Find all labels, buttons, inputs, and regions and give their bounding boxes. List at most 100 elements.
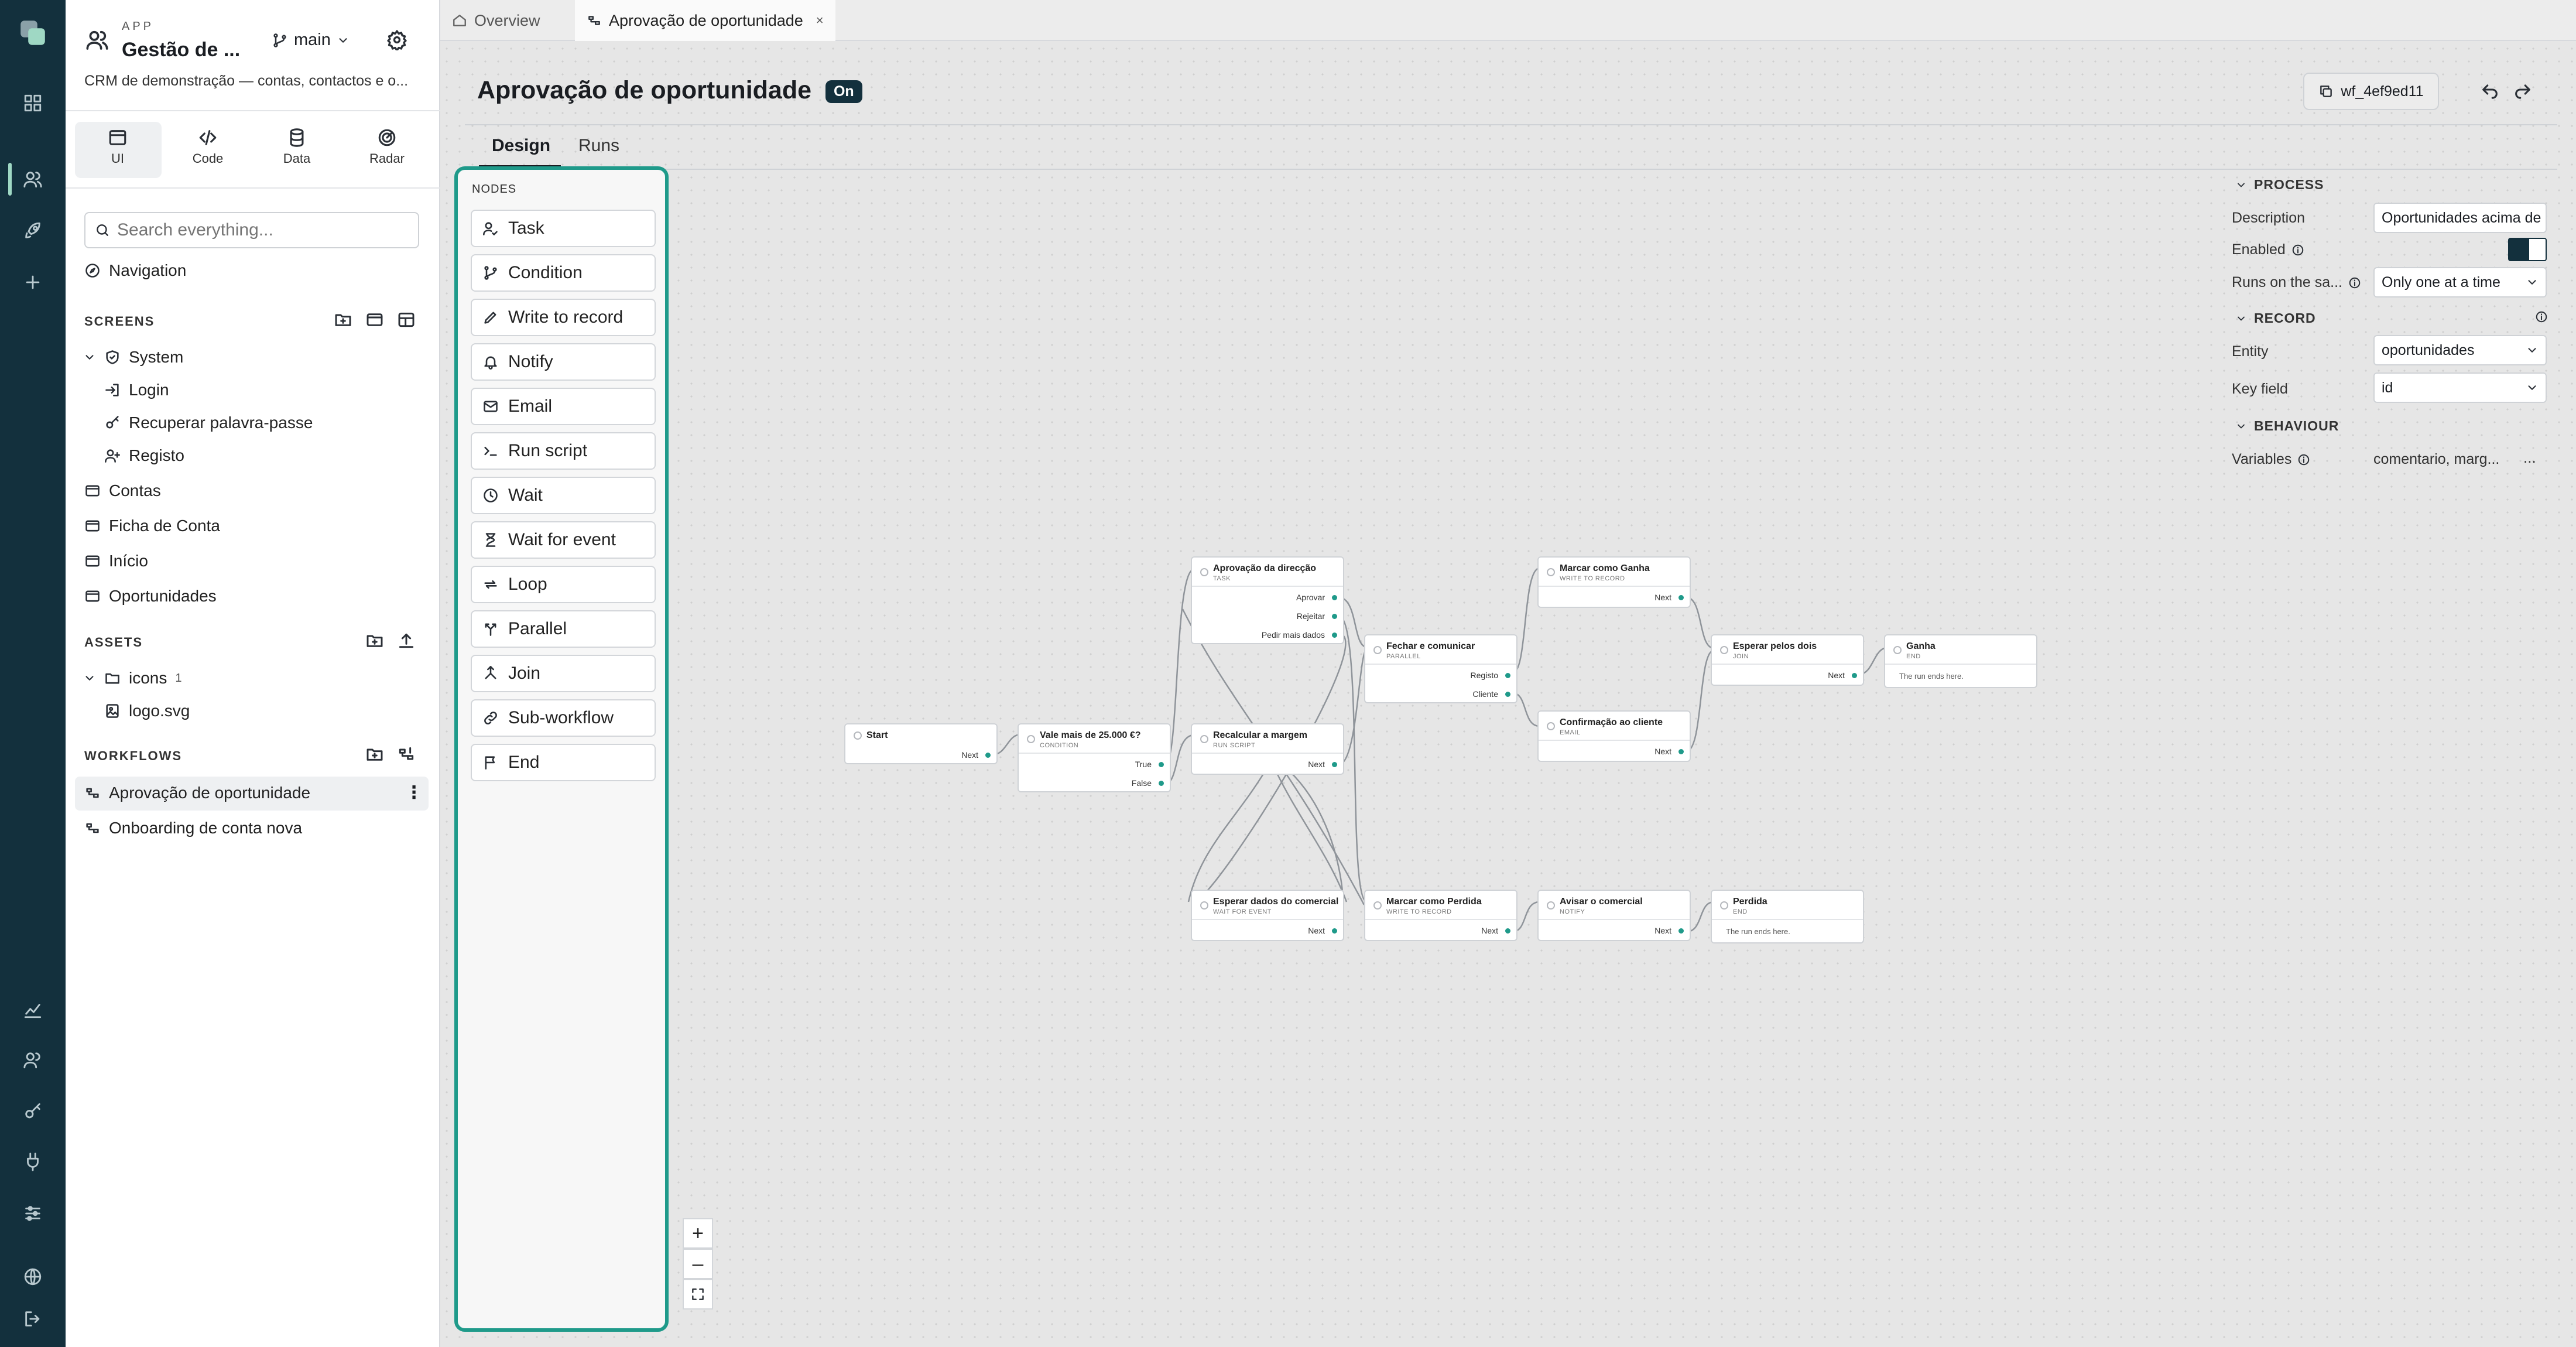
node-port[interactable]: Aprovar [1296,593,1337,602]
redo-icon[interactable] [2513,80,2533,100]
node-recalcular[interactable]: Recalcular a margem RUN SCRIPT Next [1191,723,1344,775]
app-settings-icon[interactable] [386,29,407,50]
palette-write-to-record[interactable]: Write to record [471,299,656,336]
node-join[interactable]: Esperar pelos dois JOIN Next [1711,634,1864,686]
node-esperar-dados[interactable]: Esperar dados do comercial WAIT FOR EVEN… [1191,890,1344,941]
fit-view-button[interactable] [683,1279,713,1310]
palette-notify[interactable]: Notify [471,343,656,381]
search-box[interactable] [84,212,419,248]
palette-run-script[interactable]: Run script [471,432,656,470]
port-dot[interactable] [1505,928,1510,934]
node-port[interactable]: Rejeitar [1297,611,1337,621]
palette-email[interactable]: Email [471,388,656,425]
globe-icon[interactable] [15,1259,50,1294]
node-perdida-end[interactable]: Perdida END The run ends here. [1711,890,1864,943]
node-port[interactable]: Next [1654,593,1684,602]
team-icon[interactable] [15,1042,50,1078]
screen-item-inicio[interactable]: Início [84,552,148,570]
screen-item-oportunidades[interactable]: Oportunidades [84,587,217,606]
analytics-icon[interactable] [15,992,50,1027]
tab-overview[interactable]: Overview [440,0,552,41]
undo-icon[interactable] [2480,80,2500,100]
logout-icon[interactable] [15,1301,50,1336]
process-section-header[interactable]: PROCESS [2235,177,2324,193]
settings-sliders-icon[interactable] [15,1196,50,1231]
record-section-header[interactable]: RECORD [2235,310,2316,326]
workspace-logo-icon[interactable] [15,15,50,50]
asset-file-logo[interactable]: logo.svg [104,702,190,720]
mode-tab-code[interactable]: Code [164,128,252,166]
navigation-link[interactable]: Navigation [84,261,186,280]
port-dot[interactable] [1678,594,1684,600]
node-port[interactable]: Cliente [1472,689,1510,699]
search-input[interactable] [117,220,410,240]
screen-item-contas[interactable]: Contas [84,481,161,500]
port-dot[interactable] [1332,632,1337,638]
workflow-menu-icon[interactable]: ⋮ [405,783,423,802]
port-dot[interactable] [1332,761,1337,767]
screen-item-ficha[interactable]: Ficha de Conta [84,517,220,535]
node-port[interactable]: Next [1828,671,1857,680]
enabled-toggle[interactable] [2508,238,2547,261]
node-port[interactable]: Next [1308,760,1337,769]
new-folder-icon[interactable] [365,745,384,764]
port-dot[interactable] [1332,594,1337,600]
node-port[interactable]: Next [1654,926,1684,935]
subtab-runs[interactable]: Runs [578,136,620,155]
zoom-in-button[interactable]: + [683,1218,713,1249]
node-port[interactable]: Next [1654,747,1684,756]
port-dot[interactable] [1159,780,1164,786]
node-marcar-ganha[interactable]: Marcar como Ganha WRITE TO RECORD Next [1537,556,1691,608]
add-icon[interactable] [15,265,50,300]
apps-users-icon[interactable] [15,162,50,197]
port-dot[interactable] [1505,691,1510,697]
port-dot[interactable] [1852,672,1857,678]
new-folder-icon[interactable] [334,310,352,329]
mode-tab-data[interactable]: Data [253,128,341,166]
new-folder-icon[interactable] [365,631,384,650]
screen-item-login[interactable]: Login [104,381,169,399]
node-marcar-perdida[interactable]: Marcar como Perdida WRITE TO RECORD Next [1364,890,1517,941]
asset-folder-icons[interactable]: icons 1 [83,669,182,688]
screen-item-recuperar[interactable]: Recuperar palavra-passe [104,413,313,432]
variables-value[interactable]: comentario, marg... [2373,451,2500,467]
palette-sub-workflow[interactable]: Sub-workflow [471,699,656,737]
plug-icon[interactable] [15,1144,50,1180]
node-ganha-end[interactable]: Ganha END The run ends here. [1884,634,2037,688]
palette-loop[interactable]: Loop [471,566,656,603]
node-port[interactable]: Next [1481,926,1510,935]
tab-workflow[interactable]: Aprovação de oportunidade × [575,0,835,41]
node-port[interactable]: Registo [1471,671,1510,680]
port-dot[interactable] [1678,748,1684,754]
port-dot[interactable] [1678,928,1684,934]
port-dot[interactable] [1159,761,1164,767]
runs-select[interactable]: Only one at a time [2373,267,2547,298]
node-confirmacao[interactable]: Confirmação ao cliente EMAIL Next [1537,710,1691,762]
node-aprovacao[interactable]: Aprovação da direcção TASK Aprovar Rejei… [1191,556,1344,644]
new-workflow-icon[interactable] [397,745,416,764]
new-screen-icon[interactable] [365,310,384,329]
dashboard-icon[interactable] [15,86,50,121]
node-port[interactable]: Next [961,750,991,760]
node-port[interactable]: Pedir mais dados [1262,630,1337,640]
palette-wait-for-event[interactable]: Wait for event [471,521,656,559]
port-dot[interactable] [1332,613,1337,619]
workflow-id-button[interactable]: wf_4ef9ed11 [2303,73,2439,110]
zoom-out-button[interactable]: – [683,1249,713,1279]
node-port[interactable]: Next [1308,926,1337,935]
node-port[interactable]: True [1135,760,1164,769]
app-name[interactable]: Gestão de ... [122,39,241,61]
palette-parallel[interactable]: Parallel [471,610,656,648]
upload-icon[interactable] [397,631,416,650]
workflow-item-onboarding[interactable]: Onboarding de conta nova [84,819,302,837]
palette-wait[interactable]: Wait [471,477,656,514]
palette-condition[interactable]: Condition [471,254,656,292]
branch-selector[interactable]: main [272,30,350,50]
description-field[interactable]: Oportunidades acima de [2373,203,2547,233]
layout-icon[interactable] [397,310,416,329]
workflow-item-aprovacao[interactable]: Aprovação de oportunidade [84,784,310,802]
entity-select[interactable]: oportunidades [2373,335,2547,365]
node-port[interactable]: False [1132,778,1164,788]
node-avisar[interactable]: Avisar o comercial NOTIFY Next [1537,890,1691,941]
screen-item-registo[interactable]: Registo [104,446,184,465]
